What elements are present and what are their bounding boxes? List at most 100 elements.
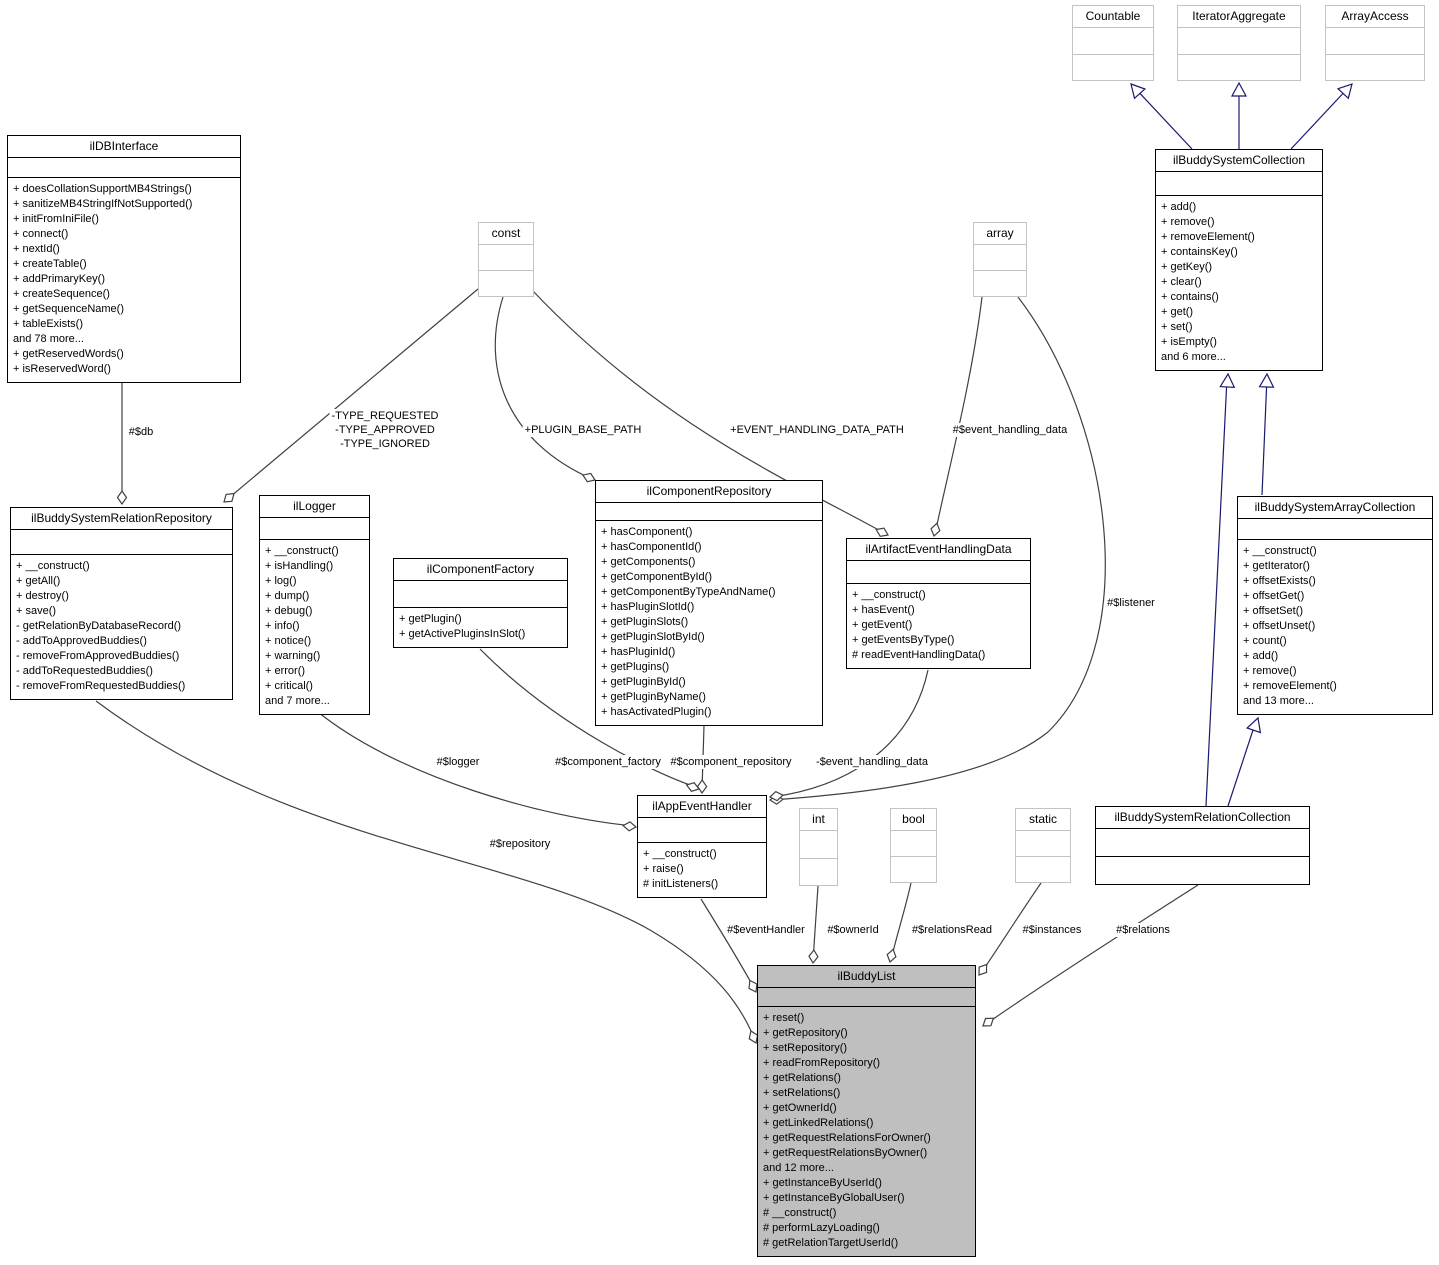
- method-label: + critical(): [265, 680, 313, 692]
- method-label: + getComponents(): [601, 556, 696, 568]
- method-label: + removeElement(): [1243, 680, 1337, 692]
- methods-compartment: [800, 859, 837, 886]
- method-label: and 13 more...: [1243, 695, 1314, 707]
- method-label: + contains(): [1161, 291, 1219, 303]
- edge-plugin-base-path: [494, 296, 596, 483]
- edge-component-factory: [479, 648, 701, 792]
- edge-path: [95, 700, 756, 1041]
- class-node-ilComponentFactory[interactable]: ilComponentFactory+ getPlugin()+ getActi…: [393, 558, 568, 648]
- methods-compartment: + __construct()+ raise()# initListeners(…: [638, 843, 766, 897]
- method-label: + add(): [1161, 201, 1197, 213]
- attributes-compartment: [1016, 831, 1070, 857]
- class-node-ilBuddySystemCollection[interactable]: ilBuddySystemCollection+ add()+ remove()…: [1155, 149, 1323, 371]
- attributes-compartment: [891, 831, 936, 857]
- method-label: + offsetGet(): [1243, 590, 1305, 602]
- edge-path: [771, 296, 1106, 801]
- class-title: ilBuddySystemRelationCollection: [1096, 807, 1309, 829]
- inheritance-arrowhead: [1336, 83, 1353, 100]
- method-label: + __construct(): [16, 560, 90, 572]
- method-label: + notice(): [265, 635, 312, 647]
- method-label: + getComponentByTypeAndName(): [601, 586, 776, 598]
- aggregation-diamond: [808, 948, 819, 965]
- method-label: + __construct(): [643, 848, 717, 860]
- edge-type-consts: [223, 288, 479, 503]
- class-title: IteratorAggregate: [1178, 6, 1300, 28]
- method-label: + getComponentById(): [601, 571, 712, 583]
- method-label: + add(): [1243, 650, 1279, 662]
- method-label: + offsetExists(): [1243, 575, 1316, 587]
- method-label: + hasActivatedPlugin(): [601, 706, 712, 718]
- methods-compartment: [479, 271, 533, 296]
- methods-compartment: [1096, 857, 1309, 884]
- method-label: + getRepository(): [763, 1027, 848, 1039]
- attributes-compartment: [1096, 829, 1309, 857]
- methods-compartment: [1073, 55, 1153, 81]
- method-label: + createSequence(): [13, 288, 110, 300]
- class-node-ilBuddySystemRelationCollection[interactable]: ilBuddySystemRelationCollection: [1095, 806, 1310, 885]
- method-label: + doesCollationSupportMB4Strings(): [13, 183, 192, 195]
- method-label: and 12 more...: [763, 1162, 834, 1174]
- class-node-ilBuddySystemRelationRepository[interactable]: ilBuddySystemRelationRepository+ __const…: [10, 507, 233, 700]
- attributes-compartment: [394, 581, 567, 608]
- aggregation-diamond: [581, 472, 596, 483]
- method-label: + __construct(): [265, 545, 339, 557]
- aggregation-diamond: [982, 1017, 995, 1027]
- method-label: + getRequestRelationsByOwner(): [763, 1147, 928, 1159]
- methods-compartment: + doesCollationSupportMB4Strings()+ sani…: [8, 178, 240, 382]
- class-node-ilAppEventHandler[interactable]: ilAppEventHandler+ __construct()+ raise(…: [637, 795, 767, 898]
- class-node-ilBuddySystemArrayCollection[interactable]: ilBuddySystemArrayCollection+ __construc…: [1237, 496, 1433, 715]
- methods-compartment: + add() + remove() + removeElement() + cont…: [1156, 196, 1322, 370]
- attributes-compartment: [1238, 519, 1432, 540]
- method-label: + getPlugin(): [399, 613, 462, 625]
- method-label: + getActivePluginsInSlot(): [399, 628, 526, 640]
- method-label: + remove(): [1161, 216, 1215, 228]
- attributes-compartment: [758, 988, 975, 1007]
- method-label: - getRelationByDatabaseRecord(): [16, 620, 182, 632]
- class-node-ilComponentRepository[interactable]: ilComponentRepository+ hasComponent()+ h…: [595, 480, 823, 726]
- attributes-compartment: [8, 158, 240, 178]
- method-label: + getPluginSlotById(): [601, 631, 705, 643]
- method-label: + hasComponent(): [601, 526, 693, 538]
- method-label: + remove(): [1243, 665, 1297, 677]
- aggregation-diamond: [875, 527, 889, 537]
- methods-compartment: + getPlugin() + getActivePluginsInSlot(): [394, 608, 567, 647]
- edge-path: [223, 288, 479, 503]
- edge-path: [479, 648, 697, 788]
- class-node-ilLogger[interactable]: ilLogger + __construct() + isHandling() + l…: [259, 495, 370, 715]
- edge-event-handling-data-path: [531, 289, 889, 537]
- method-label: + getPluginById(): [601, 676, 686, 688]
- method-label: + clear(): [1161, 276, 1202, 288]
- edge-relations: [982, 884, 1199, 1027]
- method-label: + getInstanceByUserId(): [763, 1177, 882, 1189]
- method-label: # performLazyLoading(): [763, 1222, 880, 1234]
- methods-compartment: + __construct()+ isHandling()+ log()+ du…: [260, 540, 369, 714]
- method-label: - addToApprovedBuddies(): [16, 635, 147, 647]
- methods-compartment: + hasComponent()+ hasComponentId()+ getC…: [596, 521, 822, 725]
- inheritance-arrowhead: [1230, 81, 1248, 97]
- method-label: + destroy(): [16, 590, 69, 602]
- method-label: + isHandling(): [265, 560, 334, 572]
- edge-path: [1133, 86, 1193, 150]
- method-label: + getOwnerId(): [763, 1102, 837, 1114]
- method-label: + isReservedWord(): [13, 363, 111, 375]
- aggregation-diamond: [116, 489, 128, 506]
- class-node-ilBuddyList: ilBuddyList+ reset()+ getRepository()+ s…: [757, 965, 976, 1257]
- class-title: ilLogger: [260, 496, 369, 518]
- aggregation-diamond: [886, 948, 897, 964]
- method-label: + tableExists(): [13, 318, 83, 330]
- method-label: + removeElement(): [1161, 231, 1255, 243]
- edge-path: [531, 289, 887, 535]
- class-node-ilDBInterface[interactable]: ilDBInterface+ doesCollationSupportMB4St…: [7, 135, 241, 383]
- method-label: # __construct(): [763, 1207, 837, 1219]
- aggregation-diamond: [768, 790, 784, 802]
- aggregation-diamond: [696, 778, 708, 795]
- edge-path: [1290, 86, 1350, 150]
- edge-path: [934, 296, 983, 535]
- method-label: + log(): [265, 575, 297, 587]
- class-node-ilArtifactEventHandlingData[interactable]: ilArtifactEventHandlingData+ __construct…: [846, 538, 1031, 669]
- edge-event-handler: [700, 898, 758, 993]
- aggregation-diamond: [748, 979, 758, 993]
- method-label: and 78 more...: [13, 333, 84, 345]
- method-label: + getSequenceName(): [13, 303, 124, 315]
